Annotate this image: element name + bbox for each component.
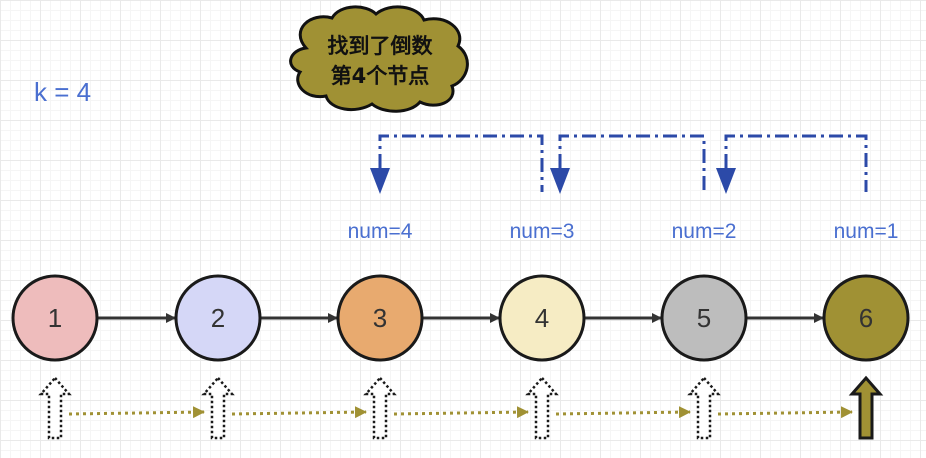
- pointer-arrows: [38, 375, 884, 440]
- cloud-text-line2: 第4个节点: [331, 64, 430, 88]
- bracket-3-4: [378, 134, 544, 192]
- bracket-5-6: [724, 134, 868, 192]
- traversal-path: [68, 406, 853, 419]
- list-node-6: 6: [822, 274, 910, 362]
- pointer-arrow-ghost-icon: [201, 376, 235, 440]
- list-node-2: 2: [174, 274, 262, 362]
- node-circle: [822, 274, 910, 362]
- cloud-text-line1: 找到了倒数: [328, 34, 434, 58]
- node-value: 1: [48, 303, 62, 333]
- pointer-arrow-ghost-icon: [525, 376, 559, 440]
- node-value: 2: [211, 303, 225, 333]
- list-node-4: 4: [498, 274, 586, 362]
- num-label-num-4: num=4: [348, 220, 413, 243]
- node-value: 3: [373, 303, 387, 333]
- traverse-step-2: [231, 406, 367, 419]
- traverse-step-3: [393, 406, 529, 419]
- node-value: 5: [697, 303, 711, 333]
- list-node-5: 5: [660, 274, 748, 362]
- pointer-arrow-active-icon: [848, 375, 884, 440]
- arrowhead-to-4: [550, 168, 570, 194]
- pointer-arrow-ghost-icon: [38, 376, 72, 440]
- bracket-4-5: [558, 134, 706, 192]
- countdown-brackets: [378, 134, 868, 192]
- pointer-arrow-ghost-icon: [363, 376, 397, 440]
- num-labels: num=4 num=3 num=2 num=1: [348, 220, 899, 243]
- num-label-num-1: num=1: [834, 220, 899, 243]
- node-circle: [660, 274, 748, 362]
- list-node-3: 3: [336, 274, 424, 362]
- num-label-num-2: num=2: [672, 220, 737, 243]
- traverse-step-1: [68, 406, 205, 419]
- node-circle: [336, 274, 424, 362]
- pointer-arrow-ghost-icon: [687, 376, 721, 440]
- countdown-arrowheads: [370, 168, 736, 194]
- k-value-label: k = 4: [34, 77, 91, 107]
- arrowhead-to-3: [370, 168, 390, 194]
- node-circle: [174, 274, 262, 362]
- node-value: 6: [859, 303, 873, 333]
- arrowhead-to-5: [716, 168, 736, 194]
- traverse-step-5: [717, 406, 853, 419]
- node-circle: [498, 274, 586, 362]
- node-value: 4: [535, 303, 549, 333]
- thought-cloud: 找到了倒数 第4个节点: [289, 5, 469, 113]
- list-nodes: 1 2 3 4 5 6: [11, 274, 910, 362]
- list-node-1: 1: [11, 274, 99, 362]
- num-label-num-3: num=3: [510, 220, 575, 243]
- node-circle: [11, 274, 99, 362]
- traverse-step-4: [555, 406, 691, 419]
